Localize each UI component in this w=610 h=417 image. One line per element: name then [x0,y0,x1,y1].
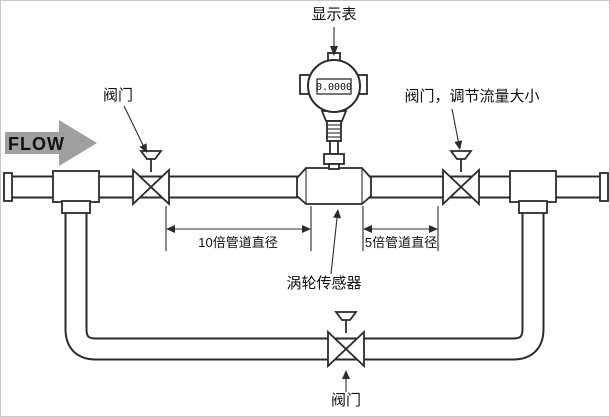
label-turbine-sensor: 涡轮传感器 [286,209,362,292]
label-display-meter: 显示表 [311,6,357,56]
dimension-downstream-label: 5倍管道直径 [365,235,437,250]
valve-left [132,150,170,207]
lcd-display-value: 0.0000 [316,82,352,93]
tee-fitting-left [52,170,100,214]
valve-right-label: 阀门，调节流量大小 [404,88,539,105]
tee-right-collar [518,200,548,214]
flowmeter-housing [296,167,372,205]
stem-nut [323,153,345,165]
leader-line [330,217,338,275]
tee-right-body [509,170,557,203]
flow-direction-indicator: FLOW [5,120,97,166]
flow-arrow-icon [5,120,97,166]
pipe-end-cap-left [3,172,13,202]
valve-bottom-bowtie [327,329,365,369]
valve-bottom [327,311,365,369]
valve-right-handle [449,150,473,160]
label-valve-right: 阀门，调节流量大小 [404,88,540,150]
turbine-sensor-label: 涡轮传感器 [286,275,361,292]
stem-threaded-section [326,120,342,142]
bypass-pipe-loop [64,191,545,361]
transmitter-stem [320,110,348,170]
valve-left-handle [139,150,163,160]
dimension-arrowhead-left [363,225,372,233]
valve-bottom-label: 阀门 [331,392,361,409]
leader-arrowhead-up-icon [342,370,350,379]
leader-line [123,105,144,146]
leader-line [451,108,459,142]
leader-arrowhead-icon [454,140,463,150]
dimension-upstream: 10倍管道直径 [165,206,312,251]
dimension-upstream-label: 10倍管道直径 [198,235,277,250]
dimension-arrowhead-right [302,225,311,233]
valve-right [442,150,480,207]
leader-arrowhead-icon [139,143,147,153]
valve-left-label: 阀门 [103,87,133,104]
dimension-downstream: 5倍管道直径 [362,206,439,251]
valve-left-bowtie [132,167,170,207]
bypass-pipe-bore [66,191,543,359]
flow-label: FLOW [8,134,65,154]
stem-rod [329,140,339,155]
valve-bottom-handle [334,311,358,321]
valve-right-bowtie [442,167,480,207]
tee-fitting-right [509,170,557,214]
tee-left-collar [61,200,91,214]
transmitter-head: 0.0000 [299,52,368,113]
display-meter-label: 显示表 [311,6,356,23]
dimension-arrowhead-right [429,225,438,233]
turbine-flowmeter-body [296,167,372,205]
leader-arrowhead-up-icon [333,209,341,219]
bypass-pipe-outline [64,191,545,361]
pipe-end-cap-right [599,172,609,202]
label-valve-left: 阀门 [103,87,147,153]
dimension-arrowhead-left [166,225,175,233]
label-valve-bottom: 阀门 [331,370,361,409]
tee-left-body [52,170,100,203]
stem-base [328,163,340,170]
leader-arrowhead-down-icon [330,46,338,56]
lcd-display [316,78,352,95]
